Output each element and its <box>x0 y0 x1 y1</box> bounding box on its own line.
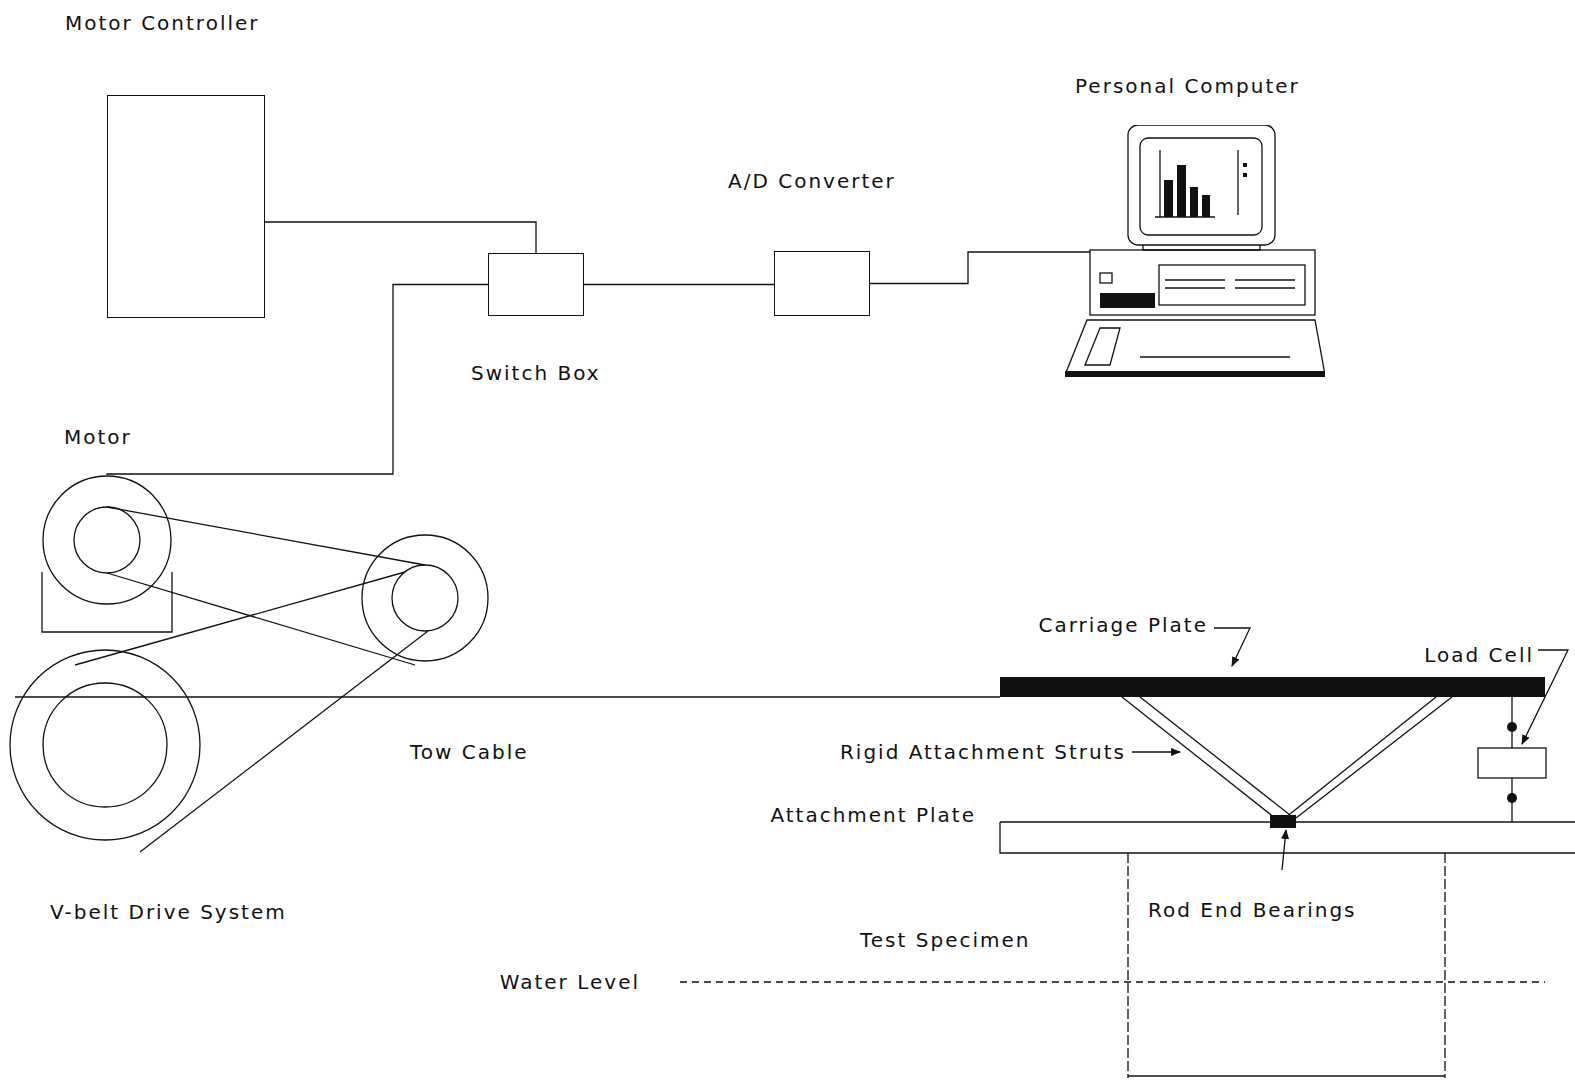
computer-drawing <box>1065 125 1325 378</box>
part-label: Test Specimen <box>860 928 1030 952</box>
node-label: Motor Controller <box>65 11 260 35</box>
part-label: Attachment Plate <box>770 803 976 827</box>
part-label: Rigid Attachment Struts <box>840 740 1126 764</box>
node-label: Motor <box>64 425 132 449</box>
part-label: Load Cell <box>1424 643 1534 667</box>
part-label: V-belt Drive System <box>50 900 287 924</box>
converter-box: A/D Converter <box>774 251 870 316</box>
controller-box: Motor Controller <box>107 95 265 318</box>
motor-pulley: Motor <box>42 475 172 605</box>
node-label: A/D Converter <box>728 169 896 193</box>
node-label: Switch Box <box>471 361 601 385</box>
pulley-drawing <box>42 475 172 605</box>
part-label: Carriage Plate <box>1038 613 1208 637</box>
node-label: Personal Computer <box>1075 74 1300 98</box>
switch-box: Switch Box <box>488 253 584 316</box>
part-label: Tow Cable <box>410 740 529 764</box>
wire <box>265 222 536 253</box>
wire <box>870 252 1090 284</box>
part-label: Rod End Bearings <box>1148 898 1357 922</box>
wire <box>584 284 774 285</box>
computer-icon: Personal Computer <box>1065 125 1325 378</box>
part-label: Water Level <box>500 970 640 994</box>
